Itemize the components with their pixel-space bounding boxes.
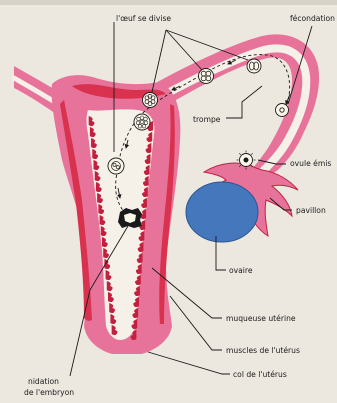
eight-cell-icon bbox=[143, 93, 158, 108]
label-cervix: col de l'utérus bbox=[233, 370, 287, 379]
label-infundibulum: pavillon bbox=[296, 206, 326, 215]
label-fertilization: fécondation bbox=[290, 14, 335, 23]
ovary bbox=[186, 182, 258, 242]
two-cell-icon bbox=[247, 59, 261, 73]
morula-icon bbox=[134, 114, 150, 130]
blastocyst-icon bbox=[108, 158, 124, 174]
four-cell-icon bbox=[199, 69, 214, 84]
label-ovary: ovaire bbox=[229, 266, 253, 275]
page-shadow-top bbox=[0, 0, 337, 5]
label-muscles: muscles de l'utérus bbox=[226, 346, 300, 355]
label-nidation-line2: de l'embryon bbox=[24, 388, 74, 397]
label-tube: trompe bbox=[193, 115, 221, 124]
label-mucosa: muqueuse utérine bbox=[226, 314, 296, 323]
label-ovum-released: ovule émis bbox=[290, 159, 331, 168]
embryo-icon bbox=[118, 208, 142, 228]
fertilized-egg-icon bbox=[276, 104, 289, 117]
label-egg-divides: l'œuf se divise bbox=[116, 14, 171, 23]
ovum-icon bbox=[237, 151, 256, 170]
label-nidation-line1: nidation bbox=[28, 377, 59, 386]
